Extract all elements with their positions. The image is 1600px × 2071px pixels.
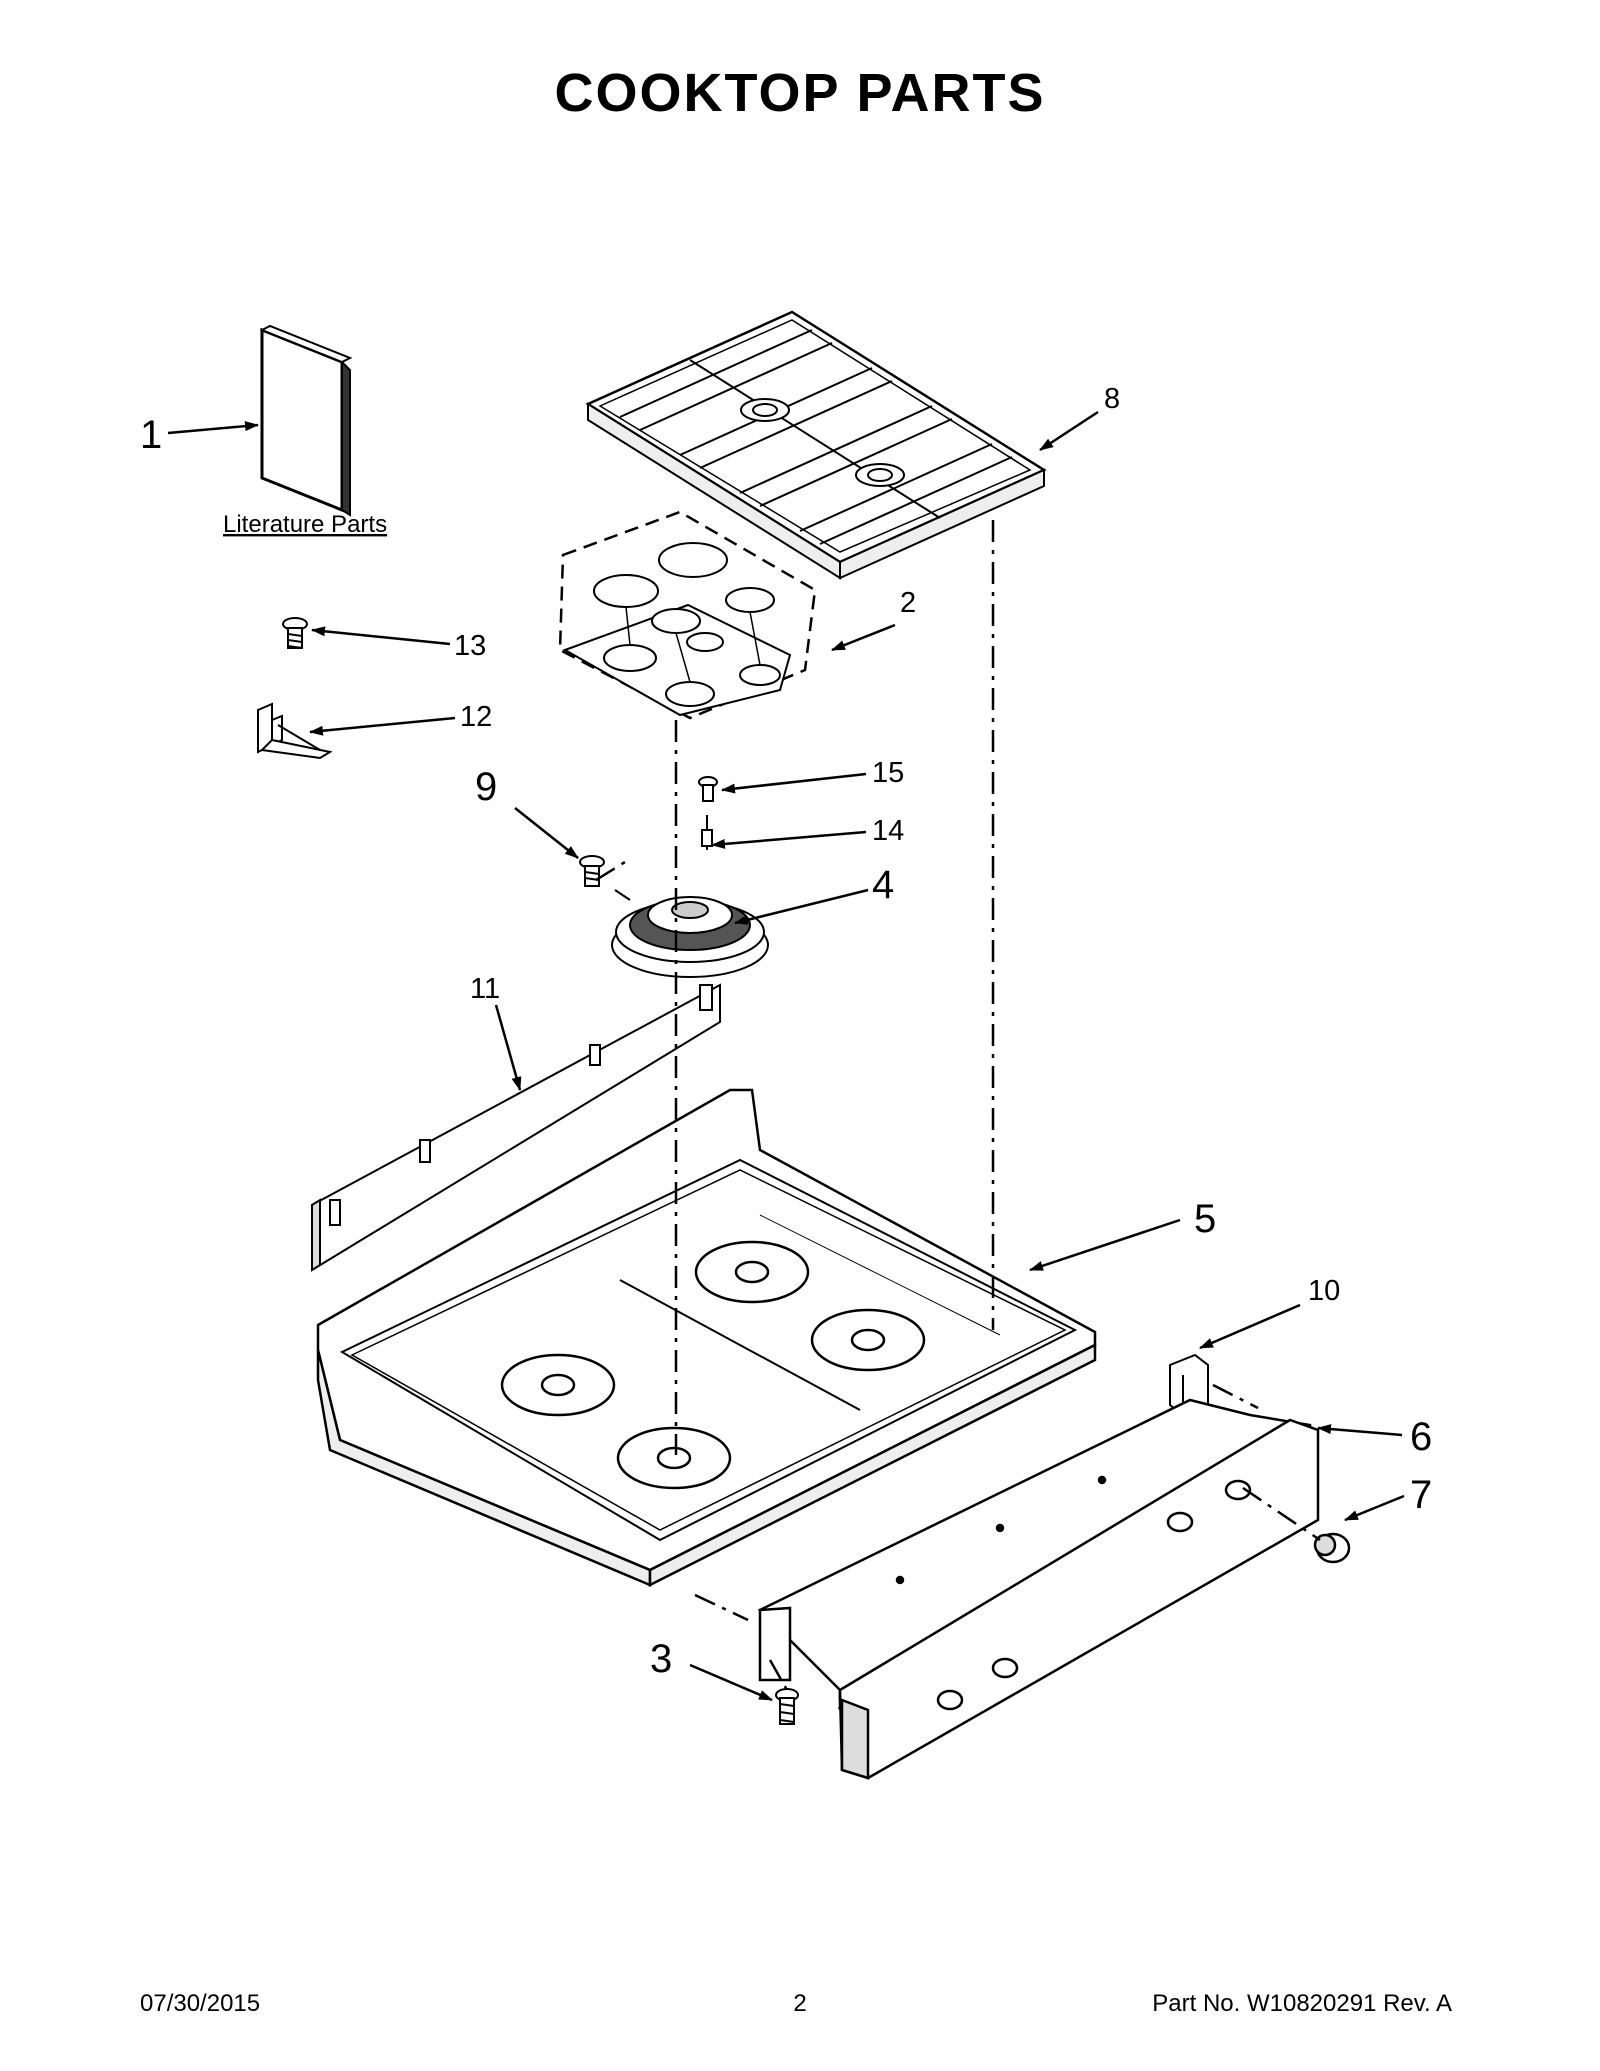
part-13-screw[interactable] xyxy=(282,617,308,649)
callout-5: 5 xyxy=(1194,1197,1216,1241)
callout-10: 10 xyxy=(1308,1275,1340,1307)
literature-parts-label: Literature Parts xyxy=(223,511,387,538)
callout-14: 14 xyxy=(872,815,904,847)
callout-6: 6 xyxy=(1410,1415,1432,1459)
callout-15: 15 xyxy=(872,757,904,789)
footer-date: 07/30/2015 xyxy=(140,1990,261,2017)
part-2-burner-caps[interactable] xyxy=(558,510,817,720)
part-5-cooktop[interactable] xyxy=(316,1088,1097,1588)
footer-page-number: 2 xyxy=(793,1990,807,2017)
part-14-electrode[interactable] xyxy=(701,815,713,850)
callout-8: 8 xyxy=(1104,383,1120,415)
page-title: COOKTOP PARTS xyxy=(554,63,1046,123)
callout-4: 4 xyxy=(872,863,894,907)
part-8-grate[interactable] xyxy=(585,310,1047,580)
footer-part-number: Part No. W10820291 Rev. A xyxy=(1152,1990,1452,2017)
part-4-burner-base[interactable] xyxy=(611,889,769,978)
part-11-rear-panel[interactable] xyxy=(311,983,721,1272)
part-3-screw[interactable] xyxy=(775,1688,799,1725)
callout-11: 11 xyxy=(470,973,500,1005)
callout-9: 9 xyxy=(475,765,497,809)
callout-3: 3 xyxy=(650,1637,672,1681)
part-6-control-panel[interactable] xyxy=(838,1418,1320,1780)
part-9-screw[interactable] xyxy=(579,855,605,887)
alignment-lines xyxy=(595,520,1321,1691)
part-1-literature[interactable] xyxy=(259,324,353,517)
callout-7: 7 xyxy=(1410,1473,1432,1517)
callout-2: 2 xyxy=(900,587,916,619)
callout-1: 1 xyxy=(140,413,162,457)
part-7-knob[interactable] xyxy=(1313,1532,1351,1564)
callout-12: 12 xyxy=(460,701,492,733)
leader-arrows xyxy=(167,410,1405,1702)
part-12-bracket[interactable] xyxy=(257,702,333,760)
part-15-screw[interactable] xyxy=(698,776,718,802)
callout-13: 13 xyxy=(454,630,486,662)
